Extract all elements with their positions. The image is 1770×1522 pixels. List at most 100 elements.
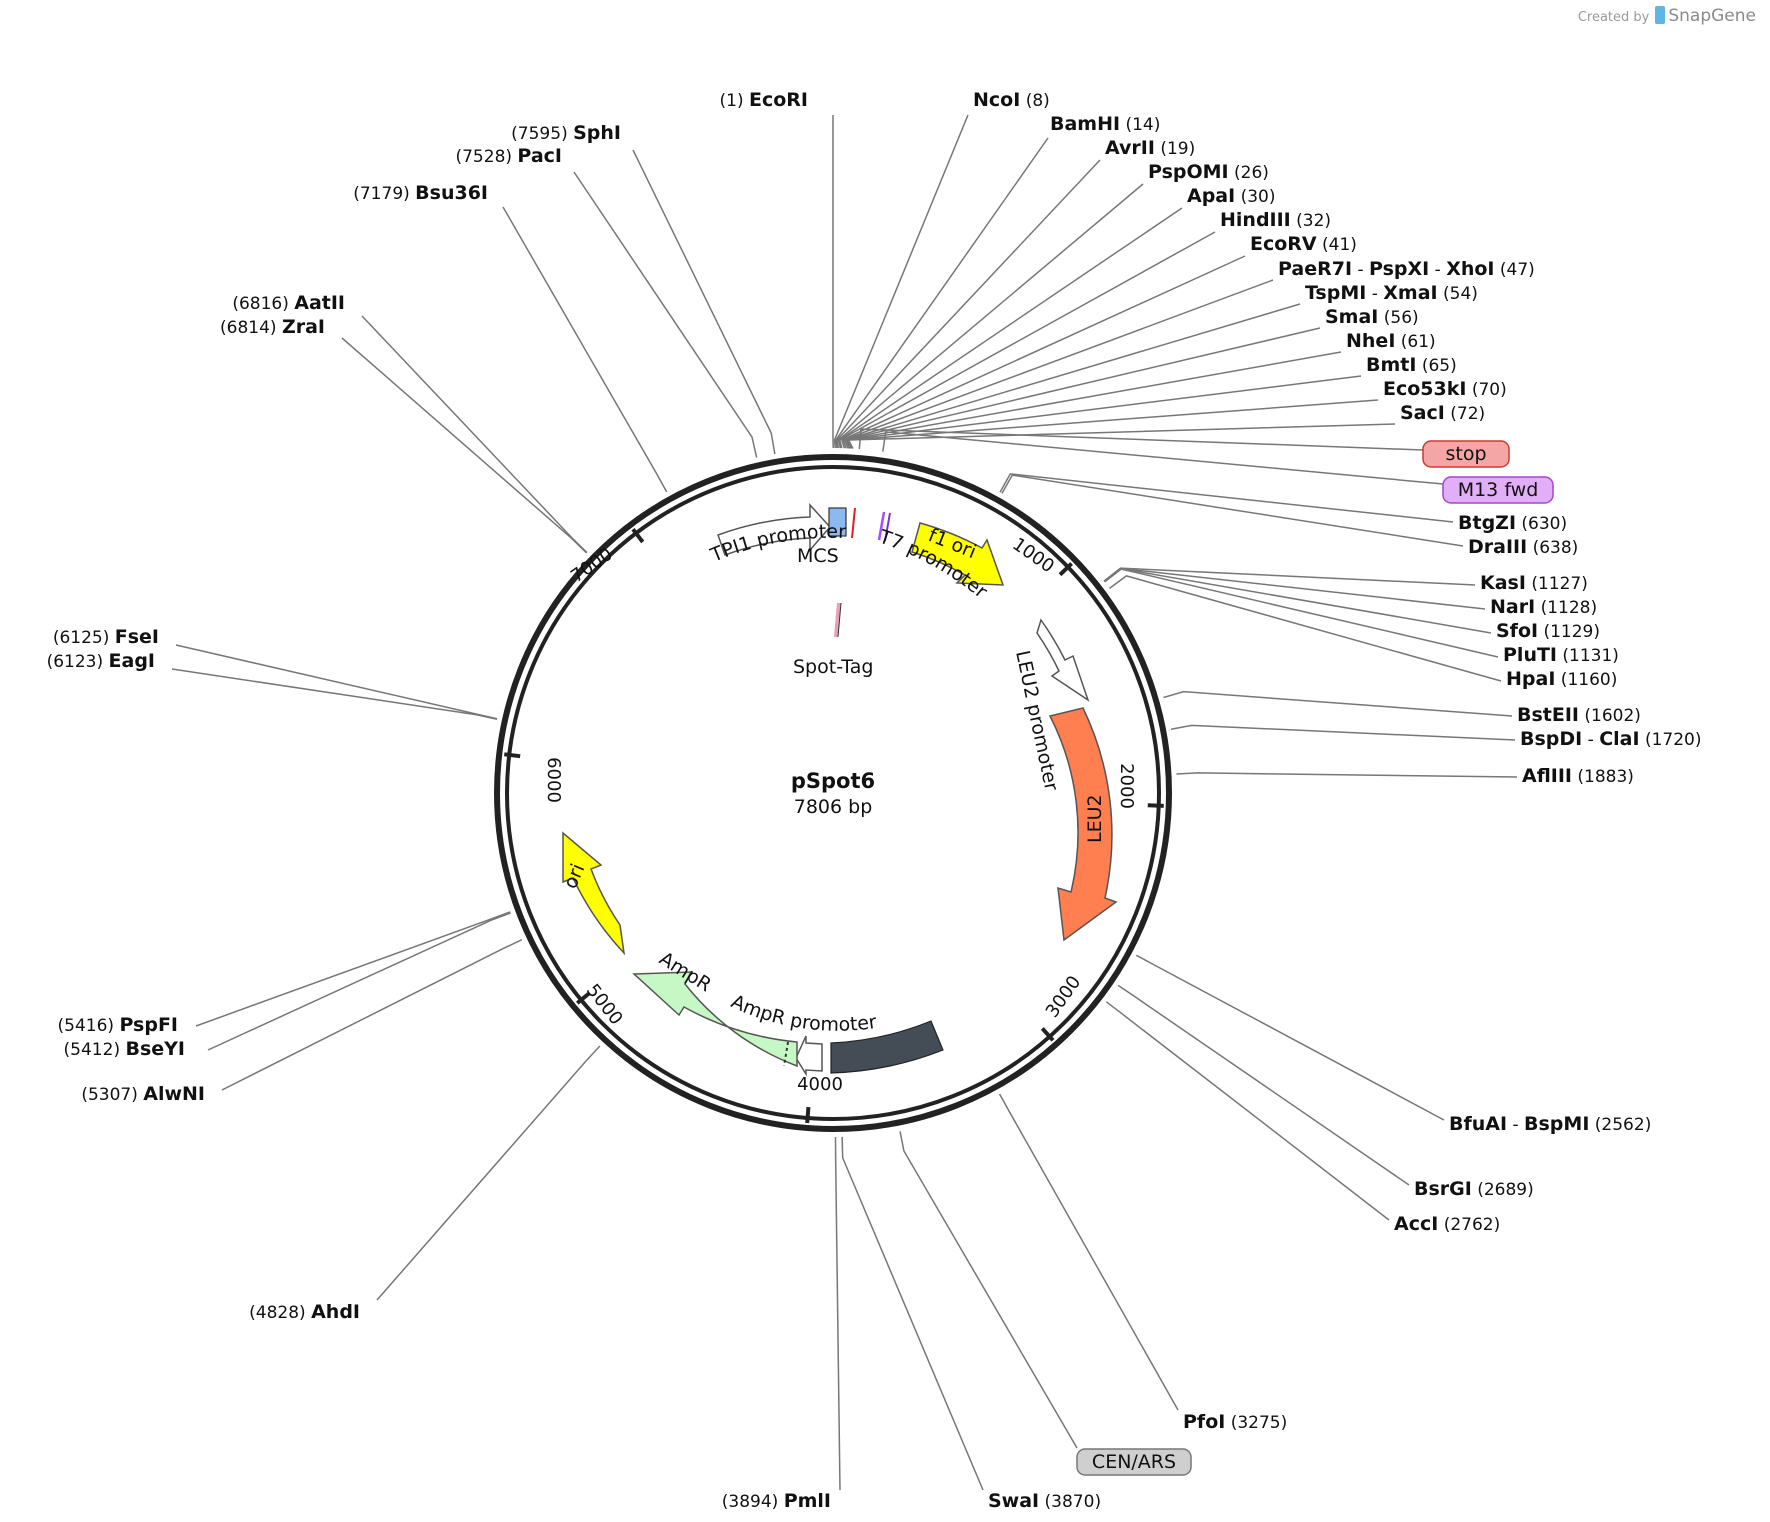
site-enzyme-name: SacI bbox=[1400, 402, 1445, 424]
site-sphi[interactable]: (7595) SphI bbox=[511, 122, 621, 144]
site-draiii[interactable]: DraIII (638) bbox=[1468, 536, 1578, 558]
site-sfoi[interactable]: SfoI (1129) bbox=[1496, 620, 1600, 642]
backbone-inner-strand bbox=[505, 465, 1161, 1121]
site-bspdi-clai[interactable]: BspDI - ClaI (1720) bbox=[1520, 728, 1701, 750]
site-position: (3894) bbox=[722, 1492, 784, 1512]
site-ecorv[interactable]: EcoRV (41) bbox=[1250, 233, 1357, 255]
feature-tpi1-promoter-arrow[interactable] bbox=[717, 503, 832, 556]
feature-stop-marker[interactable] bbox=[851, 507, 856, 539]
site-enzyme-name: PspFI bbox=[119, 1014, 178, 1036]
feature-mcs-box[interactable] bbox=[828, 507, 847, 537]
site-nhei[interactable]: NheI (61) bbox=[1346, 330, 1436, 352]
site-enzyme-name: AvrII bbox=[1105, 137, 1155, 159]
site-pmli[interactable]: (3894) PmlI bbox=[722, 1490, 831, 1512]
tick-3000 bbox=[1040, 1027, 1055, 1042]
site-bsu36i[interactable]: (7179) Bsu36I bbox=[353, 182, 488, 204]
site-pspomi[interactable]: PspOMI (26) bbox=[1148, 161, 1269, 183]
site-position: (3870) bbox=[1039, 1492, 1101, 1512]
site-position: (7595) bbox=[511, 124, 573, 144]
site-paci[interactable]: (7528) PacI bbox=[455, 145, 562, 167]
site-bfuai-bspmi[interactable]: BfuAI - BspMI (2562) bbox=[1449, 1113, 1651, 1135]
site-saci[interactable]: SacI (72) bbox=[1400, 402, 1485, 424]
site-bamhi[interactable]: BamHI (14) bbox=[1050, 113, 1160, 135]
feature-t7-marker-b[interactable] bbox=[884, 512, 891, 542]
site-aatii[interactable]: (6816) AatII bbox=[232, 292, 345, 314]
site-enzyme-name: EcoRV bbox=[1250, 233, 1317, 255]
box-stop[interactable] bbox=[1422, 440, 1510, 468]
site-enzyme-name: BfuAI bbox=[1449, 1113, 1507, 1135]
site-pspfi[interactable]: (5416) PspFI bbox=[58, 1014, 179, 1036]
site-kasi[interactable]: KasI (1127) bbox=[1480, 572, 1588, 594]
site-ecori[interactable]: (1) EcoRI bbox=[720, 89, 808, 111]
site-enzyme-name: ZraI bbox=[282, 316, 325, 338]
site-apai[interactable]: ApaI (30) bbox=[1187, 185, 1276, 207]
site-hpai[interactable]: HpaI (1160) bbox=[1506, 668, 1617, 690]
feature-ori-arrow[interactable] bbox=[562, 831, 626, 956]
plasmid-name: pSpot6 bbox=[791, 769, 875, 793]
site-bsteii[interactable]: BstEII (1602) bbox=[1517, 704, 1641, 726]
label-spot-tag: Spot-Tag bbox=[793, 656, 873, 678]
site-avrii[interactable]: AvrII (19) bbox=[1105, 137, 1195, 159]
site-hindiii[interactable]: HindIII (32) bbox=[1220, 209, 1331, 231]
site-paer7i-pspxi-xhoi[interactable]: PaeR7I - PspXI - XhoI (47) bbox=[1278, 258, 1535, 280]
label-ampr-promoter: AmpR promoter bbox=[728, 991, 878, 1036]
site-enzyme-name: HpaI bbox=[1506, 668, 1555, 690]
leader-ncoi bbox=[833, 114, 969, 449]
site-btgzi[interactable]: BtgZI (630) bbox=[1458, 512, 1567, 534]
leader-sphi bbox=[632, 149, 776, 455]
feature-leu2-promoter-arrow[interactable] bbox=[1036, 618, 1090, 702]
site-nari[interactable]: NarI (1128) bbox=[1490, 596, 1597, 618]
feature-ampr-promoter-arrow[interactable] bbox=[795, 1035, 823, 1077]
site-eco53ki[interactable]: Eco53kI (70) bbox=[1383, 378, 1507, 400]
site-afliii[interactable]: AflIII (1883) bbox=[1522, 765, 1634, 787]
feature-ampr-arrow[interactable] bbox=[632, 971, 798, 1068]
box-label-stop: stop bbox=[1445, 443, 1486, 465]
site-position: (30) bbox=[1235, 187, 1275, 207]
site-swai[interactable]: SwaI (3870) bbox=[988, 1490, 1101, 1512]
tick-7000 bbox=[631, 528, 645, 544]
plasmid-size: 7806 bp bbox=[794, 796, 873, 818]
site-pfoi[interactable]: PfoI (3275) bbox=[1183, 1411, 1287, 1433]
site-bseyi[interactable]: (5412) BseYI bbox=[64, 1038, 185, 1060]
feature-spot-tag-marker[interactable] bbox=[834, 602, 841, 638]
site-bsrgi[interactable]: BsrGI (2689) bbox=[1414, 1178, 1534, 1200]
site-position: (61) bbox=[1395, 332, 1435, 352]
site-enzyme-name: DraIII bbox=[1468, 536, 1527, 558]
leader-acci bbox=[1105, 1001, 1390, 1221]
site-enzyme-name: NarI bbox=[1490, 596, 1535, 618]
site-position: (5416) bbox=[58, 1016, 120, 1036]
box-m13-fwd[interactable] bbox=[1442, 476, 1554, 504]
site-ahdi[interactable]: (4828) AhdI bbox=[249, 1301, 360, 1323]
site-position: (47) bbox=[1495, 260, 1535, 280]
leader-cen-ars bbox=[899, 1131, 1078, 1449]
site-position: (1129) bbox=[1538, 622, 1600, 642]
site-pluti[interactable]: PluTI (1131) bbox=[1503, 644, 1619, 666]
leader-saci bbox=[847, 423, 1396, 449]
site-alwni[interactable]: (5307) AlwNI bbox=[81, 1083, 205, 1105]
site-position: (26) bbox=[1229, 163, 1269, 183]
site-smai[interactable]: SmaI (56) bbox=[1325, 306, 1419, 328]
site-position: (32) bbox=[1291, 211, 1331, 231]
site-position: (1160) bbox=[1555, 670, 1617, 690]
site-position: (2689) bbox=[1472, 1180, 1534, 1200]
feature-leu2-arrow[interactable] bbox=[1048, 707, 1118, 942]
site-eagi[interactable]: (6123) EagI bbox=[47, 650, 155, 672]
feature-f1-ori-arrow[interactable] bbox=[911, 522, 1005, 586]
box-cen-ars[interactable] bbox=[1076, 1448, 1192, 1476]
site-zrai[interactable]: (6814) ZraI bbox=[220, 316, 325, 338]
site-enzyme-name: Eco53kI bbox=[1383, 378, 1466, 400]
feature-t7-marker-a[interactable] bbox=[877, 511, 886, 541]
site-ncoi[interactable]: NcoI (8) bbox=[973, 89, 1050, 111]
site-tspmi-xmai[interactable]: TspMI - XmaI (54) bbox=[1305, 282, 1478, 304]
site-enzyme-name: XhoI bbox=[1446, 258, 1494, 280]
leader-bspdi-clai bbox=[1170, 724, 1516, 741]
leader-eagi bbox=[171, 668, 498, 720]
site-enzyme-name: BmtI bbox=[1366, 354, 1416, 376]
site-bmti[interactable]: BmtI (65) bbox=[1366, 354, 1457, 376]
leader-bmti bbox=[845, 375, 1362, 449]
site-acci[interactable]: AccI (2762) bbox=[1394, 1213, 1500, 1235]
feature-layer bbox=[562, 503, 1118, 1077]
site-fsei[interactable]: (6125) FseI bbox=[53, 626, 159, 648]
feature-cen-ars-block[interactable] bbox=[830, 1020, 944, 1074]
